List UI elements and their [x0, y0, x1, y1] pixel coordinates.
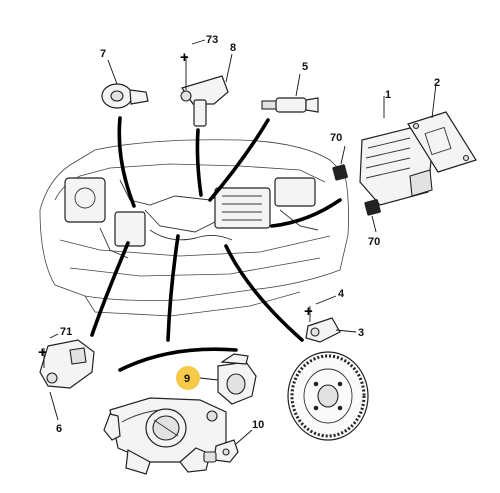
sensor-3: 3 + 4 — [304, 288, 364, 343]
callout-4: 4 — [338, 288, 345, 300]
callout-70-lower: 70 — [368, 236, 380, 248]
callout-2: 2 — [434, 77, 440, 89]
callout-9: 9 — [184, 373, 190, 385]
connector-70-lower: 70 — [364, 199, 381, 248]
callout-1: 1 — [385, 89, 391, 101]
sensor-10: 10 — [203, 419, 264, 463]
callout-9-highlight — [176, 366, 200, 390]
callout-8: 8 — [230, 42, 236, 54]
plus-marker-4: + — [304, 303, 313, 320]
engine-bay — [39, 139, 349, 317]
callout-7: 7 — [100, 48, 106, 60]
flywheel — [287, 351, 369, 441]
callout-5: 5 — [302, 61, 308, 73]
ecu-1: 1 — [359, 89, 433, 206]
ecu-bracket-2: 2 — [407, 77, 477, 173]
position-sensor-8: 8 + 73 — [180, 34, 236, 127]
callout-3: 3 — [358, 327, 364, 339]
connector-70-upper: 70 — [330, 132, 348, 181]
callout-6: 6 — [56, 423, 62, 435]
plus-marker-73: + — [180, 49, 189, 66]
callout-10: 10 — [252, 419, 264, 431]
knock-sensor-7: 7 — [100, 48, 149, 109]
plus-marker-71: + — [38, 344, 47, 361]
throttle-body — [103, 397, 227, 475]
callout-73: 73 — [206, 34, 218, 46]
sensor-bracket-6: + 71 6 — [38, 326, 95, 435]
connector-wires — [90, 116, 342, 372]
callout-71: 71 — [60, 326, 72, 338]
callout-70-upper: 70 — [330, 132, 342, 144]
temperature-sensor-5: 5 — [261, 61, 319, 113]
throttle-sensor-9: 9 — [176, 353, 257, 405]
